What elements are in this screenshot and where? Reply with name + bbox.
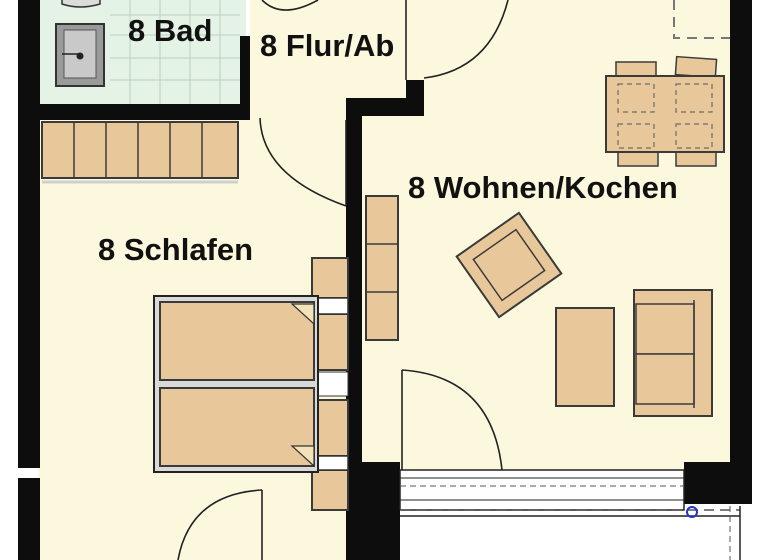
room-label-wohnen: 8 Wohnen/Kochen — [408, 170, 678, 205]
wall-left-lower — [18, 478, 40, 560]
wall-right — [730, 0, 752, 470]
wall-flur-post — [406, 80, 424, 116]
room-label-bad: 8 Bad — [128, 13, 212, 48]
door-wohnen — [401, 369, 503, 471]
sofa — [633, 289, 713, 417]
wall-left — [18, 0, 40, 468]
wall-bad-right — [240, 36, 250, 120]
room-label-schlafen: 8 Schlafen — [98, 232, 253, 267]
double-bed — [153, 295, 319, 473]
wardrobe — [41, 121, 239, 184]
door-entrance — [405, 0, 509, 80]
balcony-window — [399, 469, 741, 560]
wall-balcony-right — [684, 462, 752, 504]
door-schlafen — [259, 117, 347, 207]
dining-table — [605, 55, 725, 167]
wall-balcony-left — [356, 462, 400, 560]
door-bad — [261, 0, 319, 11]
wall-center — [346, 116, 362, 560]
washbasin — [55, 23, 105, 87]
bath-tiles — [110, 0, 240, 104]
kitchen-outline — [673, 0, 730, 39]
wall-flur-step — [346, 98, 424, 116]
coffee-table — [555, 307, 615, 407]
room-label-flur: 8 Flur/Ab — [260, 28, 394, 63]
floor-flur — [250, 0, 360, 118]
shelf-unit — [365, 195, 399, 341]
wall-bad-bottom — [38, 104, 250, 120]
door-lower — [177, 489, 263, 560]
toilet — [61, 0, 101, 8]
armchair — [455, 211, 563, 319]
